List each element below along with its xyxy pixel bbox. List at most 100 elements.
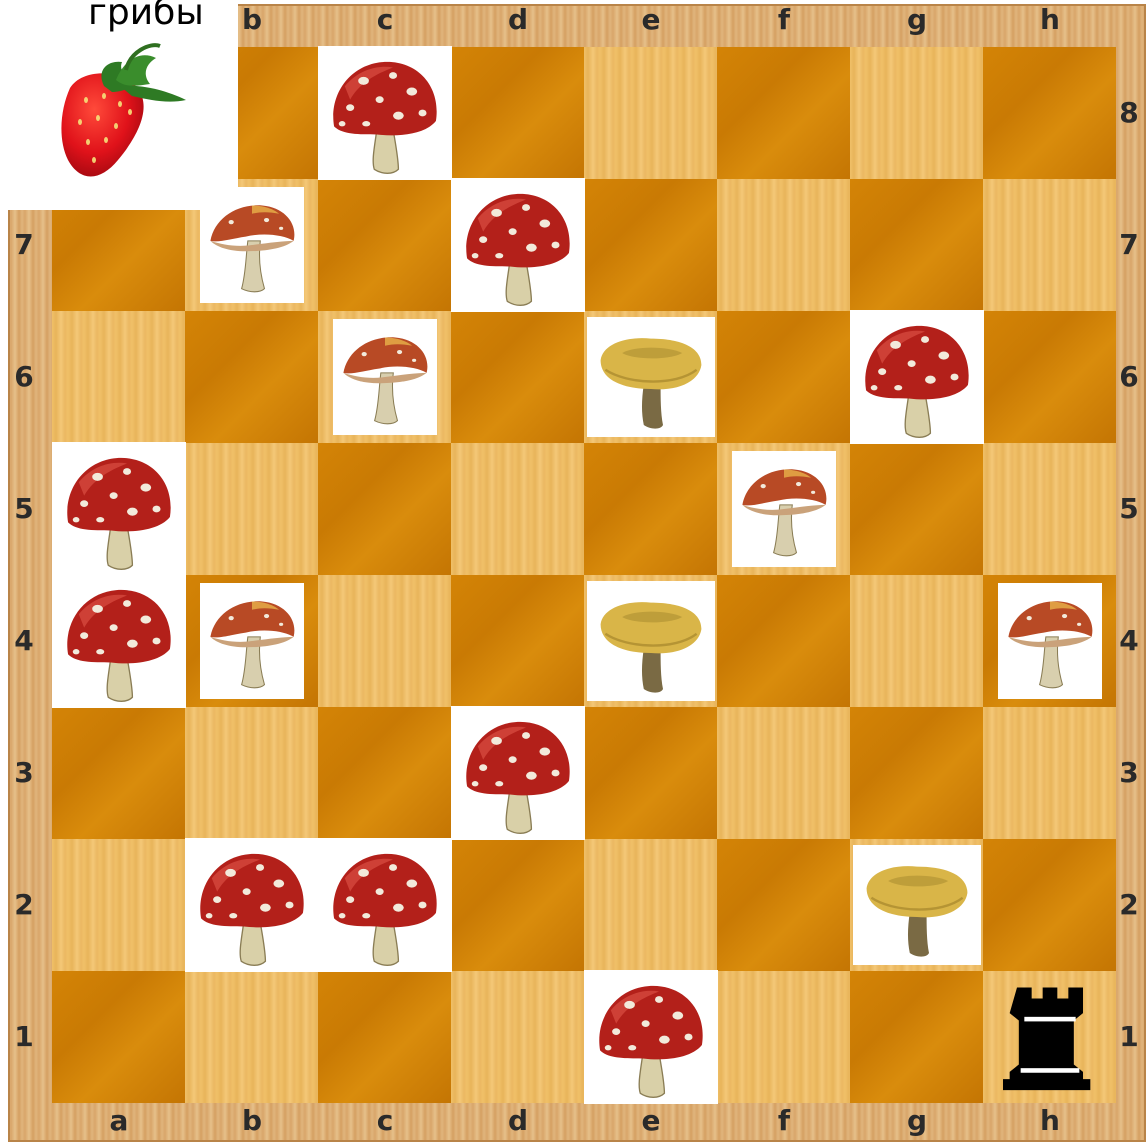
rank-label-5-left: 5 (4, 489, 44, 529)
square-a1[interactable] (52, 971, 185, 1103)
square-c4[interactable] (318, 575, 451, 707)
piece-g2[interactable] (853, 845, 981, 965)
brown-mushroom-icon (200, 187, 304, 303)
square-d2[interactable] (451, 839, 584, 971)
brown-mushroom-icon (732, 451, 836, 567)
piece-a5[interactable] (52, 442, 186, 576)
file-label-b-bot: b (185, 1101, 319, 1141)
square-d4[interactable] (451, 575, 584, 707)
piece-d7[interactable] (451, 178, 585, 312)
square-b1[interactable] (185, 971, 318, 1103)
piece-e6[interactable] (587, 317, 715, 437)
yellow-mushroom-icon (853, 845, 981, 965)
page-title: грибы (88, 0, 228, 36)
piece-a4[interactable] (52, 574, 186, 708)
square-g7[interactable] (850, 179, 983, 311)
piece-g6[interactable] (850, 310, 984, 444)
square-f3[interactable] (717, 707, 850, 839)
piece-c6[interactable] (333, 319, 437, 435)
brown-mushroom-icon (998, 583, 1102, 699)
piece-e1[interactable] (584, 970, 718, 1104)
square-d1[interactable] (451, 971, 584, 1103)
square-f1[interactable] (717, 971, 850, 1103)
square-a3[interactable] (52, 707, 185, 839)
file-label-g-top: g (850, 0, 984, 40)
piece-b2[interactable] (185, 838, 319, 972)
square-e8[interactable] (584, 47, 717, 179)
file-label-h-top: h (983, 0, 1117, 40)
square-b5[interactable] (185, 443, 318, 575)
file-label-f-top: f (717, 0, 851, 40)
brown-mushroom-icon (200, 583, 304, 699)
square-h5[interactable] (983, 443, 1116, 575)
square-a2[interactable] (52, 839, 185, 971)
square-e5[interactable] (584, 443, 717, 575)
square-d5[interactable] (451, 443, 584, 575)
square-g1[interactable] (850, 971, 983, 1103)
square-g4[interactable] (850, 575, 983, 707)
fly-agaric-icon (451, 706, 585, 840)
square-c7[interactable] (318, 179, 451, 311)
piece-c8[interactable] (318, 46, 452, 180)
yellow-mushroom-icon (587, 317, 715, 437)
file-label-a-bot: a (52, 1101, 186, 1141)
file-label-f-bot: f (717, 1101, 851, 1141)
fly-agaric-icon (318, 838, 452, 972)
square-f8[interactable] (717, 47, 850, 179)
square-b3[interactable] (185, 707, 318, 839)
rank-label-5-right: 5 (1112, 489, 1146, 529)
rank-label-1-right: 1 (1112, 1017, 1146, 1057)
file-label-c-bot: c (318, 1101, 452, 1141)
square-h6[interactable] (983, 311, 1116, 443)
file-label-d-top: d (451, 0, 585, 40)
square-g3[interactable] (850, 707, 983, 839)
rank-label-2-right: 2 (1112, 885, 1146, 925)
square-e2[interactable] (584, 839, 717, 971)
piece-b4[interactable] (200, 583, 304, 699)
square-f7[interactable] (717, 179, 850, 311)
rank-label-2-left: 2 (4, 885, 44, 925)
black-rook-icon (1003, 982, 1097, 1092)
square-c5[interactable] (318, 443, 451, 575)
rank-label-7-left: 7 (4, 225, 44, 265)
square-h3[interactable] (983, 707, 1116, 839)
rank-label-8-right: 8 (1112, 93, 1146, 133)
yellow-mushroom-icon (587, 581, 715, 701)
square-e7[interactable] (584, 179, 717, 311)
square-d8[interactable] (451, 47, 584, 179)
square-h7[interactable] (983, 179, 1116, 311)
square-b6[interactable] (185, 311, 318, 443)
rank-label-3-left: 3 (4, 753, 44, 793)
square-g8[interactable] (850, 47, 983, 179)
piece-c2[interactable] (318, 838, 452, 972)
rank-label-4-right: 4 (1112, 621, 1146, 661)
file-label-c-top: c (318, 0, 452, 40)
square-c3[interactable] (318, 707, 451, 839)
square-d6[interactable] (451, 311, 584, 443)
rank-label-6-left: 6 (4, 357, 44, 397)
rank-label-4-left: 4 (4, 621, 44, 661)
rank-label-7-right: 7 (1112, 225, 1146, 265)
square-h2[interactable] (983, 839, 1116, 971)
fly-agaric-icon (52, 574, 186, 708)
piece-f5[interactable] (732, 451, 836, 567)
square-h8[interactable] (983, 47, 1116, 179)
piece-b7[interactable] (200, 187, 304, 303)
square-g5[interactable] (850, 443, 983, 575)
piece-h4[interactable] (998, 583, 1102, 699)
square-c1[interactable] (318, 971, 451, 1103)
square-e3[interactable] (584, 707, 717, 839)
piece-e4[interactable] (587, 581, 715, 701)
square-f2[interactable] (717, 839, 850, 971)
file-label-e-bot: e (584, 1101, 718, 1141)
file-label-g-bot: g (850, 1101, 984, 1141)
square-a6[interactable] (52, 311, 185, 443)
fly-agaric-icon (185, 838, 319, 972)
square-f6[interactable] (717, 311, 850, 443)
fly-agaric-icon (451, 178, 585, 312)
piece-h1[interactable] (1003, 982, 1097, 1092)
square-f4[interactable] (717, 575, 850, 707)
piece-d3[interactable] (451, 706, 585, 840)
fly-agaric-icon (52, 442, 186, 576)
file-label-h-bot: h (983, 1101, 1117, 1141)
